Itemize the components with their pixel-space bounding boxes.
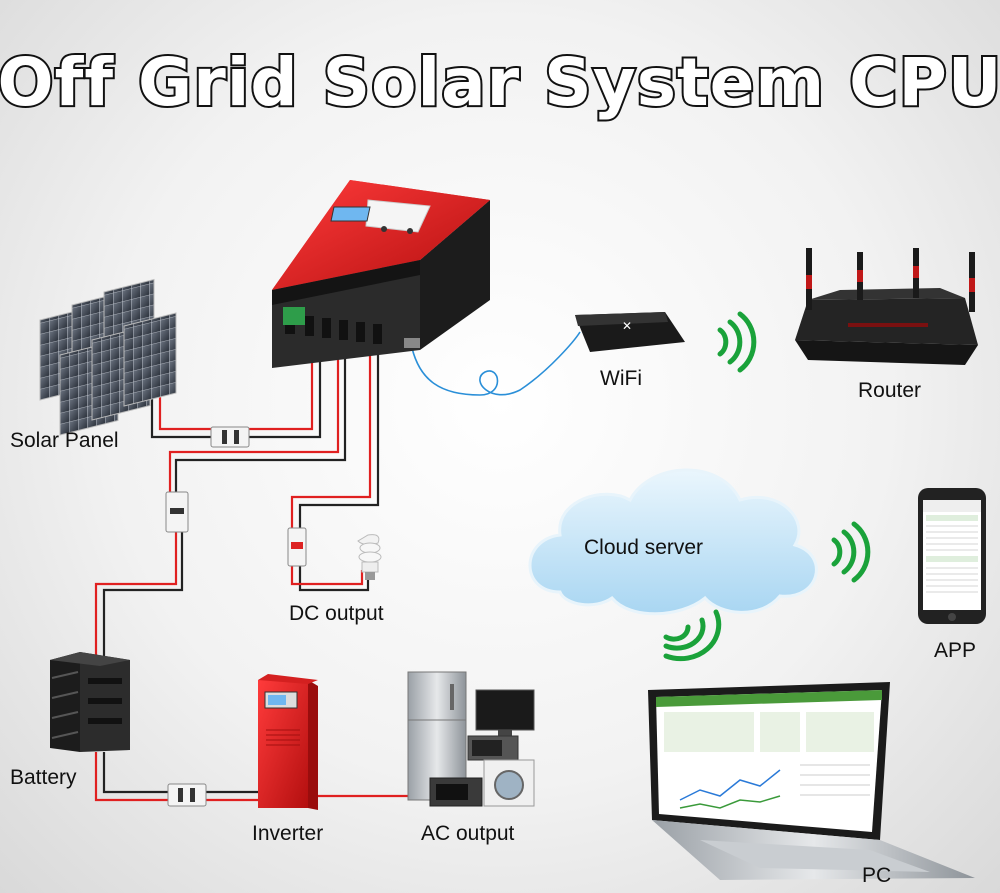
inverter-icon <box>258 674 318 810</box>
solar-controller-icon <box>272 180 490 368</box>
pc-label: PC <box>862 864 891 887</box>
appliances-icon <box>407 671 535 807</box>
ac-output-label: AC output <box>421 822 515 845</box>
breaker-inverter-icon <box>167 783 207 807</box>
solar-panel-label: Solar Panel <box>10 429 119 452</box>
battery-label: Battery <box>10 766 77 789</box>
inverter-label: Inverter <box>252 822 323 845</box>
wireless-signal-icon <box>663 609 722 662</box>
breaker-solar-icon <box>210 426 250 448</box>
smartphone-icon <box>918 488 986 624</box>
wifi-label: WiFi <box>600 367 642 390</box>
wifi-module-icon: ✕ <box>575 312 685 352</box>
solar-panel-icon <box>39 278 177 436</box>
light-bulb-icon <box>357 534 382 580</box>
router-label: Router <box>858 379 921 402</box>
breaker-dc-icon <box>287 527 307 567</box>
laptop-icon <box>648 682 975 880</box>
diagram-title: Off Grid Solar System CPU <box>0 44 1000 121</box>
wiring <box>94 331 581 802</box>
dc-output-label: DC output <box>289 602 384 625</box>
cloud-server-icon <box>528 468 818 616</box>
wireless-signal-icon <box>717 311 757 373</box>
svg-text:✕: ✕ <box>622 319 632 333</box>
wireless-signal-icon <box>831 521 871 583</box>
battery-icon <box>50 652 130 752</box>
router-icon <box>795 248 978 365</box>
breaker-battery-icon <box>165 491 189 533</box>
app-label: APP <box>934 639 976 662</box>
cloud-server-label: Cloud server <box>584 536 703 559</box>
